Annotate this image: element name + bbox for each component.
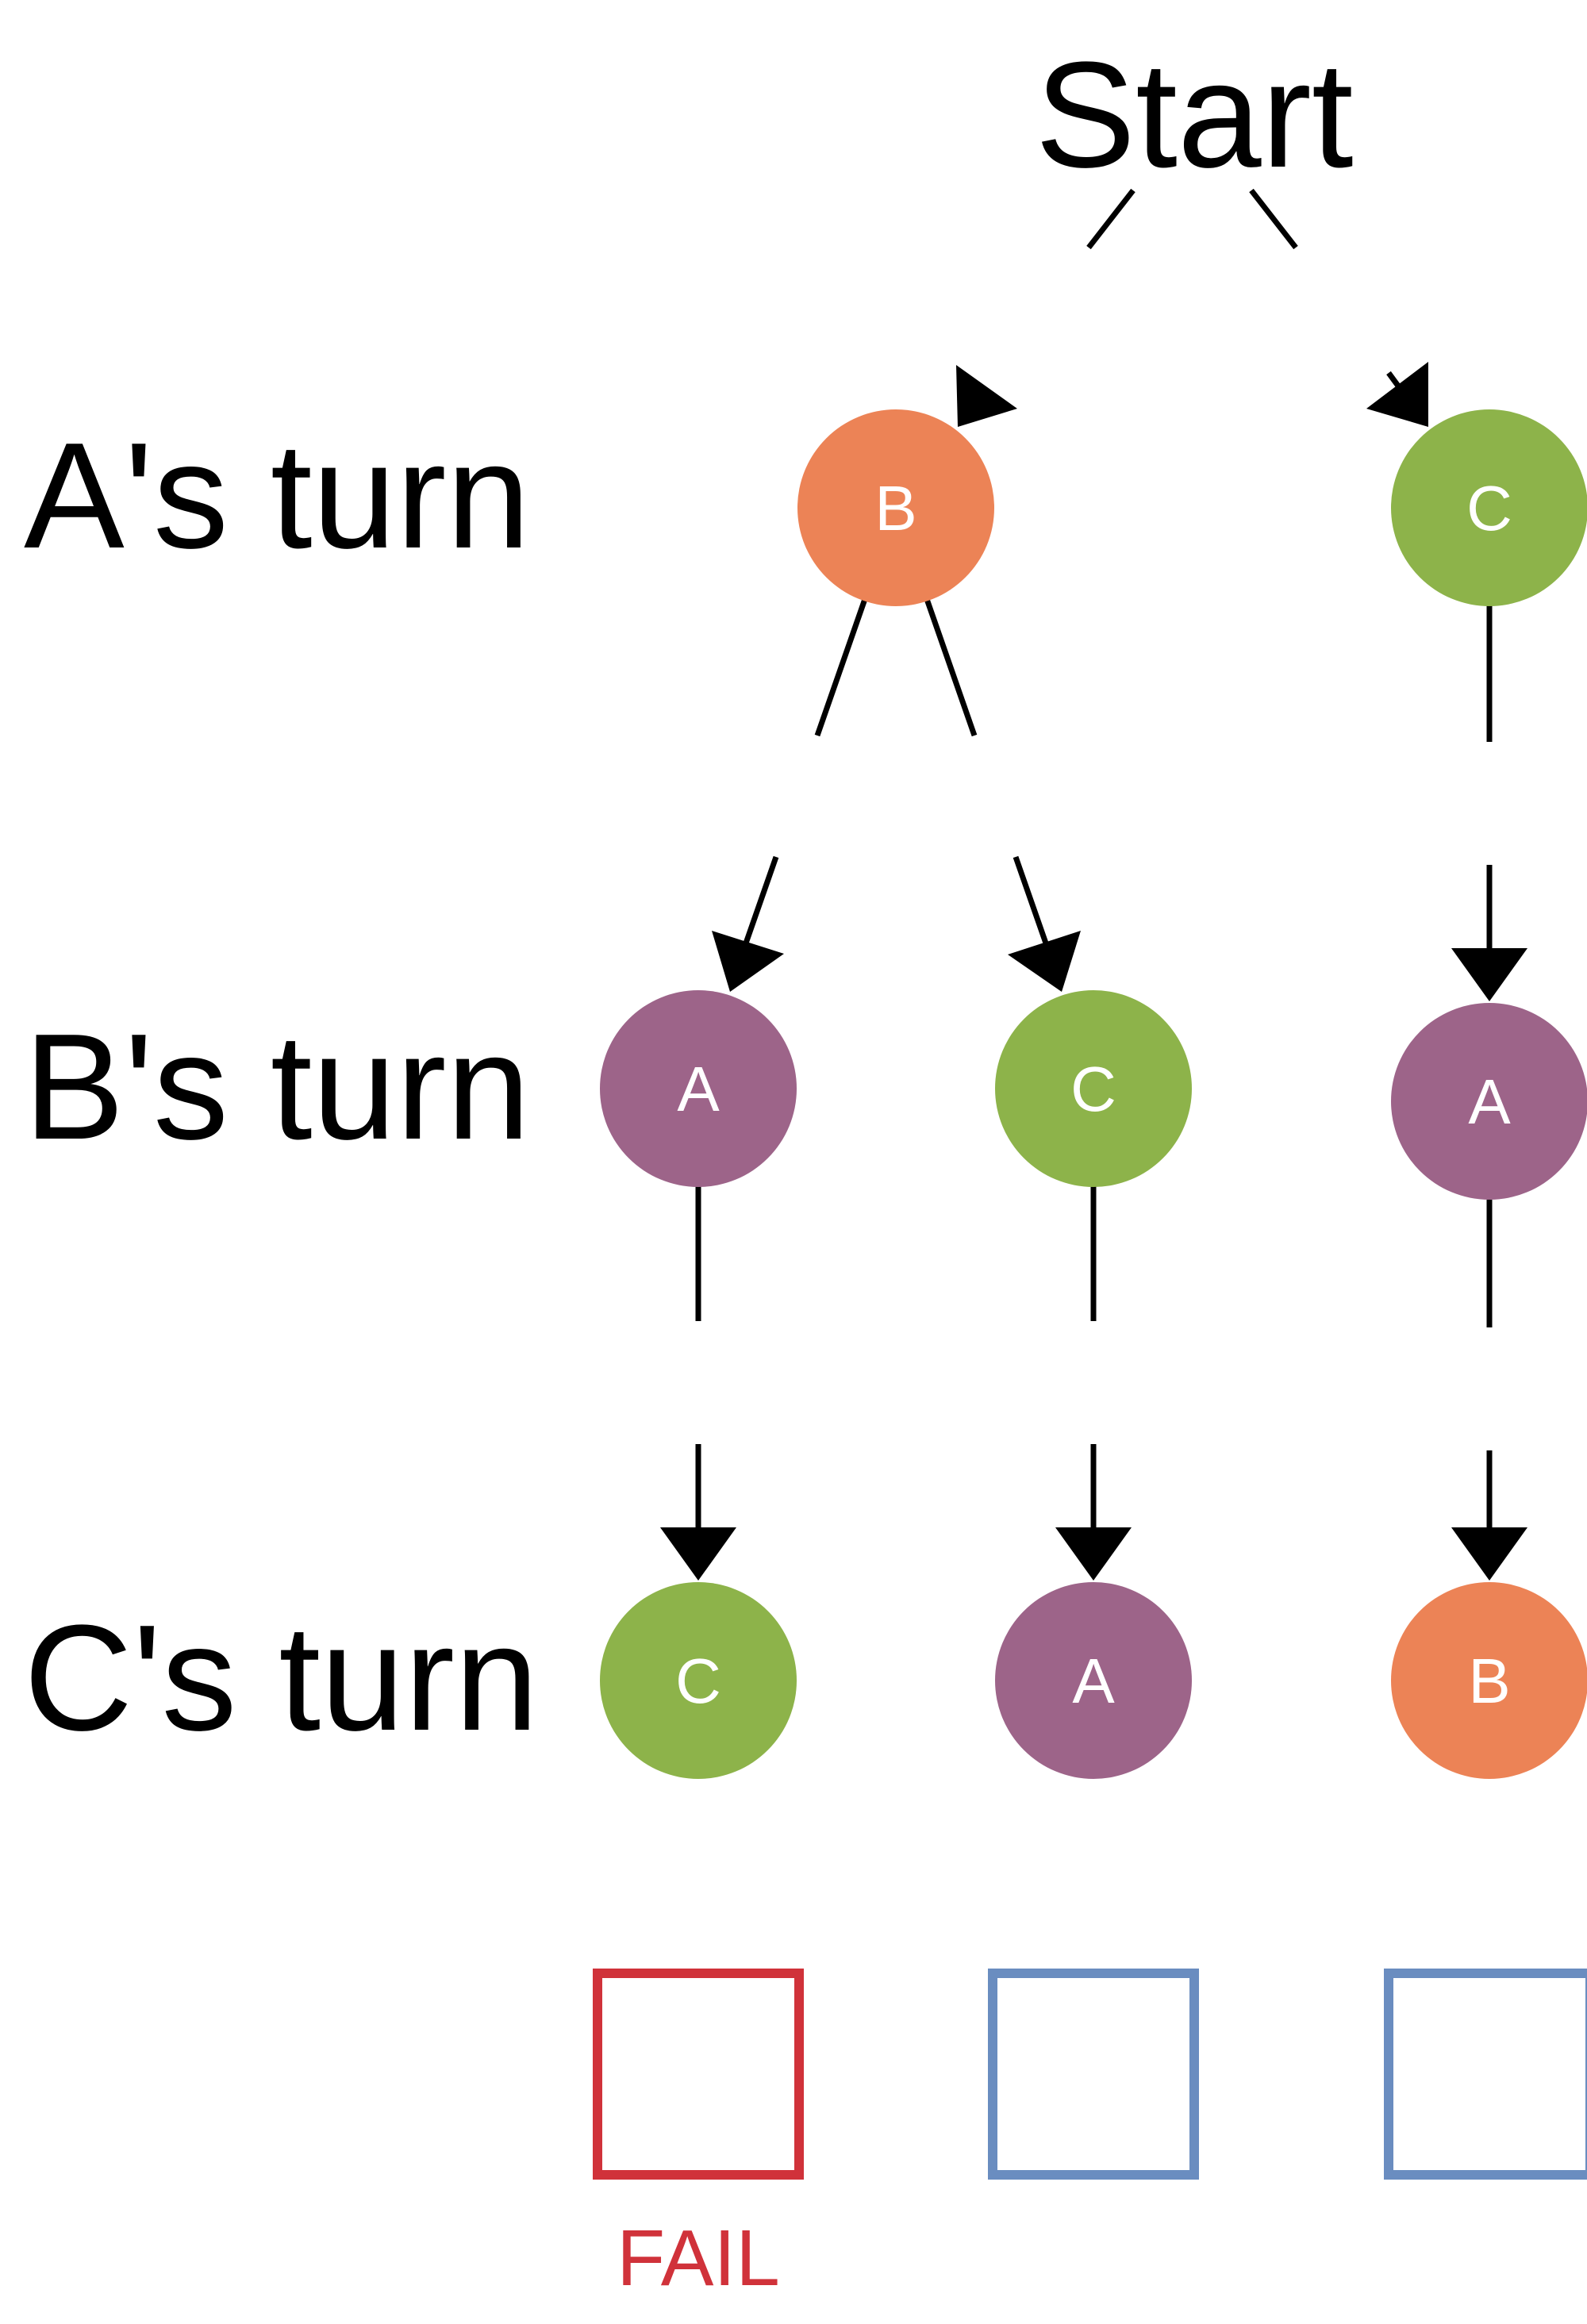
row-label-b-turn: B's turn bbox=[24, 1003, 530, 1171]
arrowhead-ac bbox=[1451, 948, 1527, 1001]
node-b-turn-a-left: A bbox=[600, 990, 797, 1187]
node-label: A bbox=[1072, 1646, 1115, 1716]
edges bbox=[695, 188, 1493, 1551]
node-a-turn-b: B bbox=[797, 409, 994, 606]
arrowheads bbox=[660, 362, 1527, 1581]
node-label: A bbox=[1468, 1066, 1511, 1137]
row-label-c-turn: C's turn bbox=[24, 1594, 539, 1762]
edge-start-right-stroke bbox=[1249, 188, 1298, 250]
arrowhead-bc bbox=[1055, 1527, 1132, 1581]
node-label: B bbox=[874, 473, 916, 544]
arrowhead-ba2 bbox=[1451, 1527, 1527, 1581]
row-label-a-turn: A's turn bbox=[24, 412, 530, 580]
node-b-turn-c: C bbox=[995, 990, 1192, 1187]
node-a-turn-c: C bbox=[1391, 409, 1587, 606]
outcome-box-right bbox=[1384, 1969, 1587, 2180]
node-label: C bbox=[1466, 473, 1512, 544]
node-label: C bbox=[675, 1646, 721, 1716]
arrowhead-ab-left bbox=[712, 931, 784, 992]
edge-ab-left-stroke bbox=[814, 597, 868, 737]
edge-ab-left-arrow bbox=[739, 855, 779, 956]
node-b-turn-a-right: A bbox=[1391, 1003, 1587, 1200]
arrowhead-ab-right bbox=[1008, 931, 1081, 992]
node-label: B bbox=[1468, 1646, 1510, 1716]
node-c-turn-c: C bbox=[600, 1582, 797, 1779]
node-c-turn-a: A bbox=[995, 1582, 1192, 1779]
arrowhead-start-right bbox=[1366, 362, 1428, 427]
arrowhead-ba1 bbox=[660, 1527, 736, 1581]
edge-ab-right-stroke bbox=[924, 597, 978, 737]
fail-label: FAIL bbox=[617, 2214, 780, 2303]
outcome-box-middle bbox=[988, 1969, 1199, 2180]
outcome-box-fail bbox=[593, 1969, 804, 2180]
start-title: Start bbox=[1035, 31, 1353, 199]
node-label: C bbox=[1070, 1054, 1116, 1124]
edge-start-left-stroke bbox=[1086, 188, 1135, 250]
node-c-turn-b: B bbox=[1391, 1582, 1587, 1779]
node-label: A bbox=[677, 1054, 720, 1124]
edge-ab-right-arrow bbox=[1013, 855, 1053, 956]
arrowhead-start-left bbox=[956, 365, 1017, 427]
